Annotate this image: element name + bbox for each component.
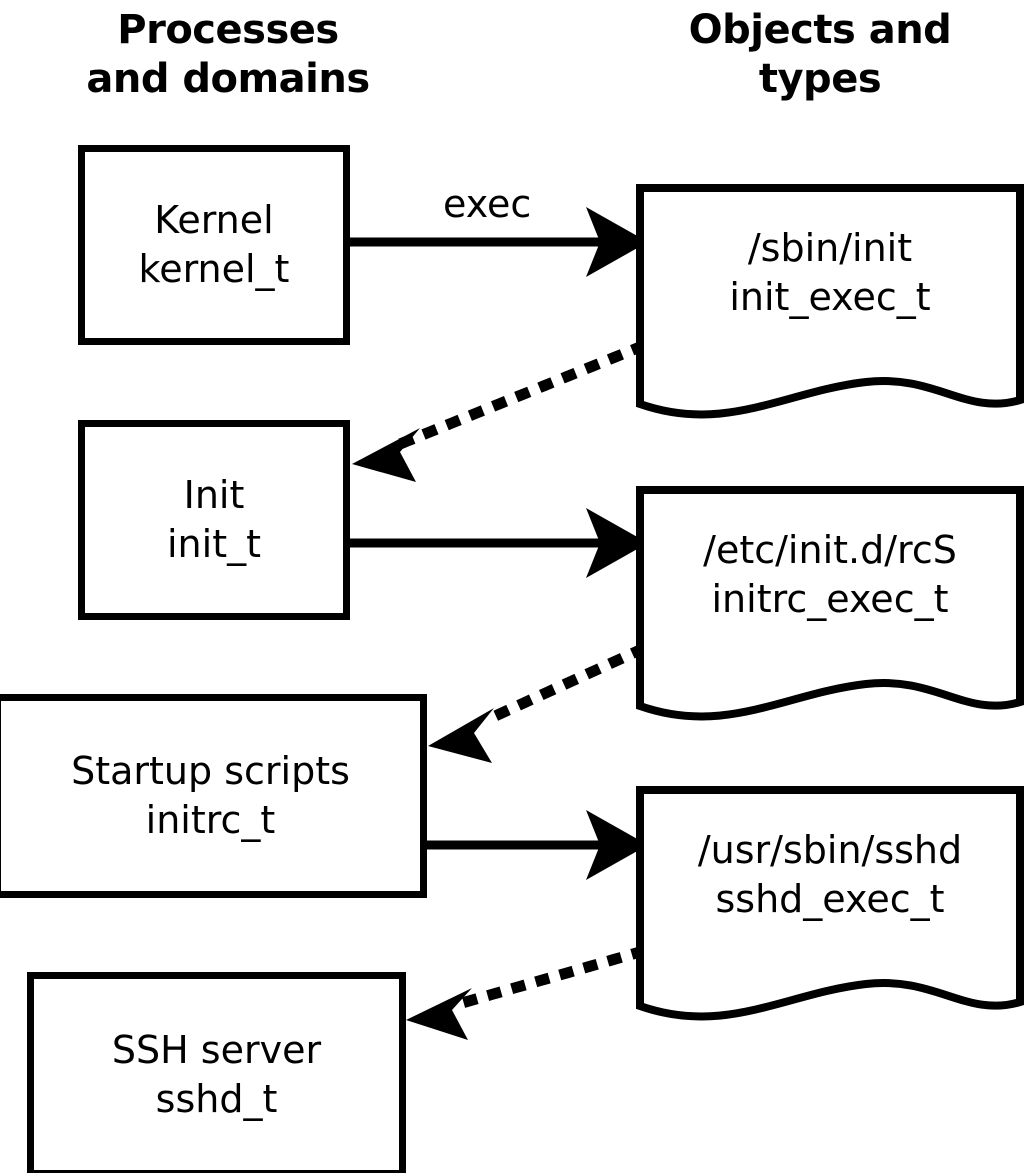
process-name-initrc: Startup scripts (71, 749, 350, 794)
document-shape-icon (636, 184, 1024, 419)
process-name-init: Init (183, 473, 245, 518)
process-box-sshd[interactable]: SSH server sshd_t (27, 972, 406, 1173)
process-box-init[interactable]: Init init_t (78, 420, 350, 620)
edge-label-exec: exec (443, 182, 532, 226)
column-header-objects: Objects and types (688, 7, 952, 102)
object-doc-sshd-exec[interactable]: /usr/sbin/sshd sshd_exec_t (636, 786, 1024, 1036)
object-doc-init-exec[interactable]: /sbin/init init_exec_t (636, 184, 1024, 434)
edge-init-exec-to-init (352, 339, 648, 482)
edge-initrc-exec-to-initrc (428, 642, 648, 763)
object-doc-initrc-exec[interactable]: /etc/init.d/rcS initrc_exec_t (636, 486, 1024, 736)
edge-initrc-to-sshd-exec (427, 810, 648, 880)
process-name-kernel: Kernel (154, 198, 274, 243)
process-type-init: init_t (167, 522, 261, 566)
edge-init-to-initrc-exec (350, 508, 648, 578)
column-header-processes: Processes and domains (86, 7, 370, 102)
process-box-initrc[interactable]: Startup scripts initrc_t (0, 694, 427, 898)
document-shape-icon (636, 486, 1024, 721)
edge-sshd-exec-to-sshd (406, 945, 647, 1040)
process-name-sshd: SSH server (111, 1027, 322, 1072)
process-type-initrc: initrc_t (145, 798, 276, 842)
process-type-kernel: kernel_t (138, 247, 290, 291)
process-type-sshd: sshd_t (155, 1076, 278, 1121)
process-box-kernel[interactable]: Kernel kernel_t (78, 145, 350, 345)
document-shape-icon (636, 786, 1024, 1021)
